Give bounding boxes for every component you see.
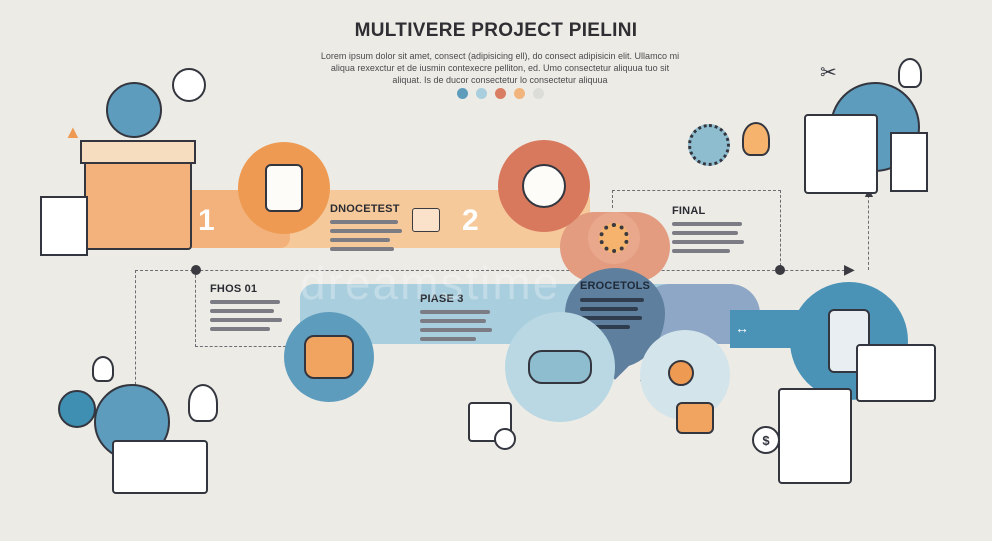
laptop-icon bbox=[112, 440, 208, 494]
dollar-icon bbox=[172, 68, 206, 102]
phase-3-title: PIASE 3 bbox=[420, 293, 464, 305]
connector-node-left bbox=[191, 265, 201, 275]
step-2-circle bbox=[498, 140, 590, 232]
laptop-icon bbox=[856, 344, 936, 402]
arrow-up-icon: ▲ bbox=[64, 122, 82, 142]
final-text bbox=[672, 222, 744, 258]
dot-1[interactable] bbox=[457, 88, 468, 99]
erocetols-text bbox=[580, 298, 646, 334]
final-title: FINAL bbox=[672, 205, 706, 217]
people-icon bbox=[58, 390, 96, 428]
connector-line-fhos bbox=[195, 270, 286, 347]
phase-circle-team bbox=[505, 312, 615, 422]
watermark: dreamstime bbox=[300, 257, 561, 309]
connector-line-left bbox=[135, 270, 136, 400]
connector-line-vertical bbox=[868, 190, 869, 270]
chart-icon bbox=[890, 132, 928, 192]
puzzle-icon bbox=[304, 335, 354, 379]
dot-2[interactable] bbox=[476, 88, 487, 99]
phase-circle-puzzle bbox=[284, 312, 374, 402]
step-2-text bbox=[330, 220, 402, 256]
fhos-text bbox=[210, 300, 282, 336]
connector-box-final bbox=[612, 190, 781, 271]
people-icon bbox=[522, 164, 566, 208]
dot-3[interactable] bbox=[495, 88, 506, 99]
erocetols-title: EROCETOLS bbox=[580, 280, 651, 292]
gear-circle bbox=[588, 212, 640, 264]
step-1-number: 1 bbox=[198, 204, 215, 237]
lightbulb-icon bbox=[742, 122, 770, 156]
chart-icon bbox=[40, 196, 88, 256]
gear-icon bbox=[688, 124, 730, 166]
arrow-right-icon: ▶ bbox=[844, 261, 855, 277]
phase-3-text bbox=[420, 310, 492, 346]
dot-5[interactable] bbox=[533, 88, 544, 99]
lightbulb-icon bbox=[898, 58, 922, 88]
box-illustration bbox=[84, 150, 192, 250]
dollar-icon: $ bbox=[752, 426, 780, 454]
people-icon bbox=[528, 350, 592, 384]
page-title: MULTIVERE PROJECT PIELINI bbox=[354, 20, 638, 41]
handshake-icon bbox=[676, 402, 714, 434]
step-1-circle bbox=[238, 142, 330, 234]
laptop-icon bbox=[804, 114, 878, 194]
document-icon bbox=[778, 388, 852, 484]
people-icon bbox=[668, 360, 694, 386]
globe-icon bbox=[106, 82, 162, 138]
gear-icon bbox=[599, 223, 629, 253]
connector-line-right bbox=[780, 270, 850, 271]
connector-line-mid bbox=[135, 270, 785, 271]
magnifier-icon bbox=[494, 428, 516, 450]
box-lid bbox=[80, 140, 196, 164]
scissors-icon: ✂ bbox=[820, 62, 837, 84]
fhos-title: FHOS 01 bbox=[210, 283, 258, 295]
connector-node-right bbox=[775, 265, 785, 275]
intro-text: Lorem ipsum dolor sit amet, consect (adi… bbox=[320, 51, 680, 85]
double-arrow-icon: ↔ bbox=[735, 320, 749, 336]
box-icon bbox=[412, 208, 440, 232]
lightbulb-icon bbox=[92, 356, 114, 382]
document-icon bbox=[265, 164, 303, 212]
dot-4[interactable] bbox=[514, 88, 525, 99]
step-2-title: DNOCETEST bbox=[330, 203, 400, 215]
lightbulb-icon bbox=[188, 384, 218, 422]
connector-line-final-left bbox=[612, 190, 613, 208]
step-2-number: 2 bbox=[462, 204, 479, 237]
pagination-dots bbox=[457, 88, 544, 99]
